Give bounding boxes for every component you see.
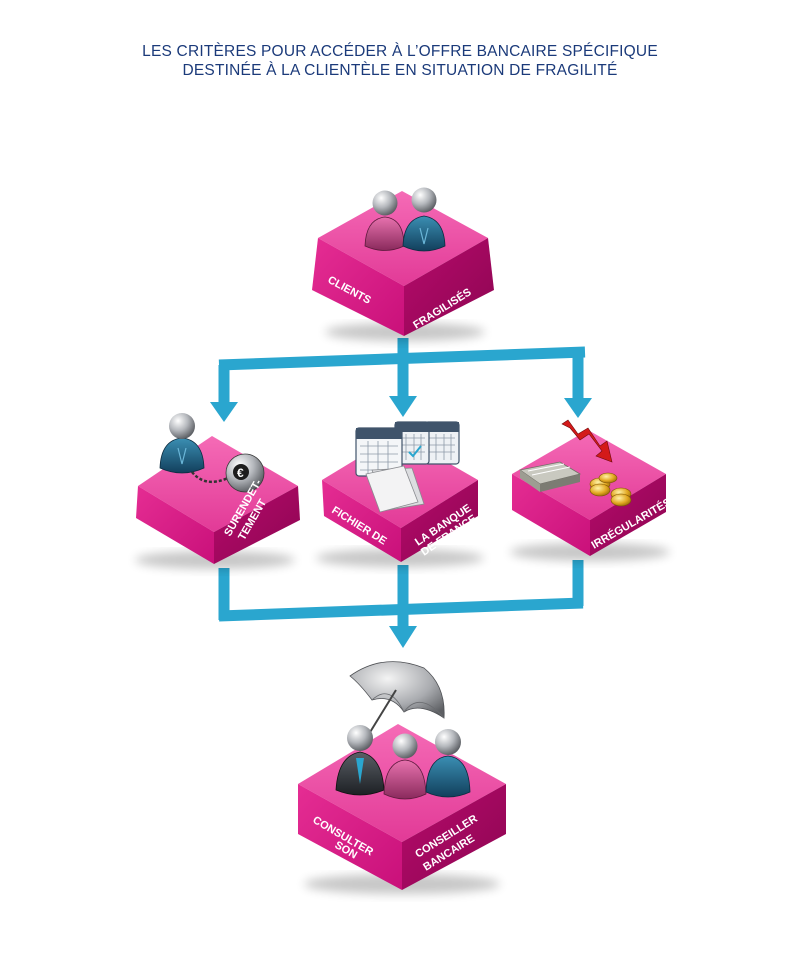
diagram-title: LES CRITÈRES POUR ACCÉDER À L’OFFRE BANC… — [0, 42, 800, 80]
title-line-2: DESTINÉE À LA CLIENTÈLE EN SITUATION DE … — [182, 62, 618, 79]
box-surendettement: € SURENDET- TEMENT — [135, 413, 300, 569]
box-left-face — [322, 480, 401, 562]
box-left-face — [512, 474, 590, 556]
umbrella-people-icon — [335, 661, 471, 800]
arrowhead-right — [564, 398, 592, 418]
arrow-heads — [210, 396, 592, 648]
box-left-face — [312, 238, 404, 336]
box-clients-fragilises: CLIENTS FRAGILISÉS — [312, 187, 494, 341]
box-left-face — [298, 784, 402, 890]
calendar-files-icon — [355, 421, 460, 513]
svg-text:€: € — [237, 466, 244, 480]
box-consulter-conseiller: CONSULTER SON CONSEILLER BANCAIRE — [298, 661, 506, 894]
arrowhead-left — [210, 402, 238, 422]
falling-money-icon — [519, 419, 632, 507]
box-right-face — [590, 474, 666, 556]
connector-arrows — [218, 338, 586, 628]
box-left-face — [136, 486, 214, 564]
two-people-icon — [364, 187, 446, 252]
box-right-face — [404, 238, 494, 336]
box-right-face — [402, 784, 506, 890]
box-right-face — [401, 480, 478, 562]
box-fichier-banque-de-france: FICHIER DE LA BANQUE DE FRANCE — [316, 421, 484, 567]
box-irregularites: IRRÉGULARITÉS — [510, 419, 673, 561]
box-right-face — [214, 486, 300, 564]
connector-top-bar — [218, 346, 586, 371]
person-ball-and-chain-icon: € — [159, 413, 265, 493]
title-line-1: LES CRITÈRES POUR ACCÉDER À L’OFFRE BANC… — [142, 43, 658, 60]
arrowhead-bottom — [389, 626, 417, 648]
arrowhead-middle — [389, 396, 417, 417]
box-top-face — [512, 430, 666, 520]
